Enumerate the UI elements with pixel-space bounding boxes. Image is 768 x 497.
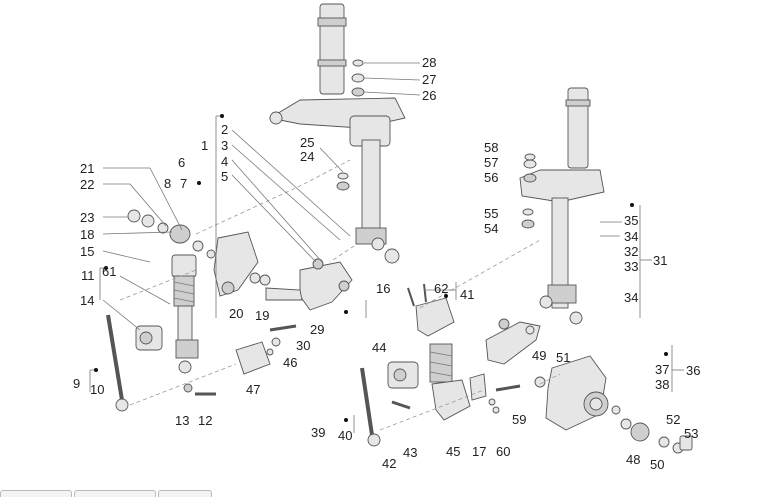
bolts-29-30-46 (266, 324, 297, 356)
label-4: 4 (221, 154, 228, 169)
bottom-tab-3[interactable] (158, 490, 212, 497)
label-1: 1 (201, 138, 208, 153)
label-40: 40 (338, 428, 352, 443)
label-18: 18 (80, 227, 94, 242)
label-33: 33 (624, 259, 638, 274)
washers-26-28 (351, 59, 421, 97)
hub-36-38 (534, 355, 693, 454)
label-11: 11 (81, 268, 95, 283)
label-45: 45 (446, 444, 460, 459)
clamp-47 (235, 341, 271, 375)
label-55: 55 (484, 206, 498, 221)
label-60: 60 (496, 444, 510, 459)
label-48: 48 (626, 452, 640, 467)
label-52: 52 (666, 412, 680, 427)
rod-9-10 (106, 314, 129, 412)
label-29: 29 (310, 322, 324, 337)
label-34b: 34 (624, 290, 638, 305)
label-56: 56 (484, 170, 498, 185)
label-15: 15 (80, 244, 94, 259)
label-8: 8 (164, 176, 171, 191)
label-61: 61 (102, 264, 116, 279)
label-13: 13 (175, 413, 189, 428)
label-35: 35 (624, 213, 638, 228)
leader-lines (89, 115, 684, 433)
label-25: 25 (300, 135, 314, 150)
shock-absorber-left (171, 254, 214, 396)
label-36: 36 (686, 363, 700, 378)
label-6: 6 (178, 155, 185, 170)
callout-labels: 1 2 3 4 5 6 7 8 9 10 11 12 13 14 15 16 1… (73, 55, 700, 472)
label-51: 51 (556, 350, 570, 365)
label-44: 44 (372, 340, 386, 355)
label-5: 5 (221, 169, 228, 184)
label-34: 34 (624, 229, 638, 244)
label-38: 38 (655, 377, 669, 392)
washers-54-58 (521, 153, 537, 229)
label-24: 24 (300, 149, 314, 164)
label-28: 28 (422, 55, 436, 70)
label-21: 21 (80, 161, 94, 176)
swing-arm-left (265, 258, 353, 311)
label-41: 41 (460, 287, 474, 302)
bracket-44 (387, 361, 419, 389)
label-32: 32 (624, 244, 638, 259)
label-49: 49 (532, 348, 546, 363)
steering-stem-right (519, 87, 605, 325)
swing-arm-right (485, 318, 541, 365)
label-31: 31 (653, 253, 667, 268)
label-59: 59 (512, 412, 526, 427)
label-23: 23 (80, 210, 94, 225)
label-58: 58 (484, 140, 498, 155)
bracket-14 (135, 325, 163, 351)
label-27: 27 (422, 72, 436, 87)
label-19: 19 (255, 308, 269, 323)
label-2: 2 (221, 122, 228, 137)
label-3: 3 (221, 138, 228, 153)
label-46: 46 (283, 355, 297, 370)
label-54: 54 (484, 221, 498, 236)
label-57: 57 (484, 155, 498, 170)
label-30: 30 (296, 338, 310, 353)
label-7: 7 (180, 176, 187, 191)
label-17: 17 (472, 444, 486, 459)
label-10: 10 (90, 382, 104, 397)
label-37: 37 (655, 362, 669, 377)
assembly-lines (119, 159, 561, 431)
label-47: 47 (246, 382, 260, 397)
bottom-tab-1[interactable] (0, 490, 72, 497)
label-50: 50 (650, 457, 664, 472)
label-26: 26 (422, 88, 436, 103)
label-14: 14 (80, 293, 94, 308)
label-39: 39 (311, 425, 325, 440)
bracket-20 (213, 231, 271, 297)
label-62: 62 (434, 281, 448, 296)
rod-39-40 (360, 367, 381, 447)
bearings-18-23 (127, 209, 216, 259)
label-9: 9 (73, 376, 80, 391)
shock-absorber-right (407, 283, 471, 421)
label-53: 53 (684, 426, 698, 441)
steering-stem-left (268, 3, 406, 264)
label-42: 42 (382, 456, 396, 471)
label-20: 20 (229, 306, 243, 321)
label-43: 43 (403, 445, 417, 460)
label-22: 22 (80, 177, 94, 192)
label-12: 12 (198, 413, 212, 428)
bullets (94, 114, 668, 422)
nuts-24-25 (319, 147, 350, 191)
bottom-tab-2[interactable] (74, 490, 156, 497)
label-16: 16 (376, 281, 390, 296)
